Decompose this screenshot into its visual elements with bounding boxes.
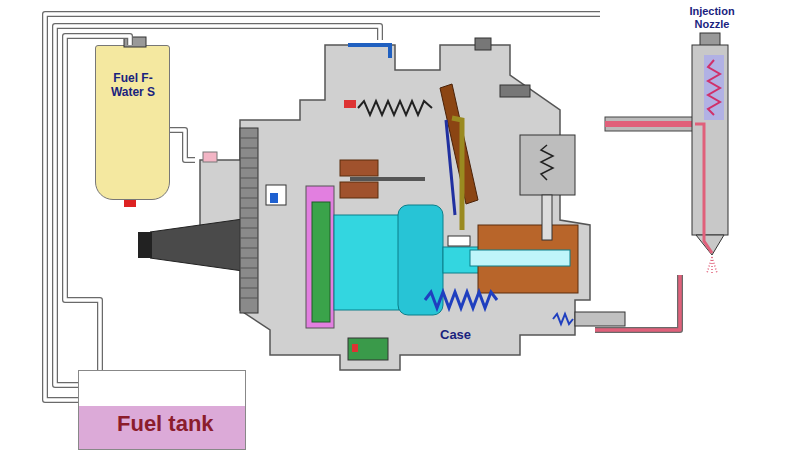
pump-case — [200, 45, 590, 370]
governor-shaft — [350, 177, 425, 181]
nozzle-node: Injection Nozzle — [600, 5, 750, 275]
distributor-plunger — [470, 250, 570, 266]
fuel-line-group — [65, 36, 130, 370]
shaft-nut — [138, 232, 152, 258]
drive-gear — [240, 128, 258, 313]
water-drain — [124, 200, 136, 207]
stop-solenoid — [520, 135, 575, 195]
high-pressure-channel — [695, 124, 712, 253]
outlet-fitting — [575, 312, 625, 326]
fuel-line-group — [595, 275, 680, 330]
feed-pump-rotor — [312, 202, 330, 322]
part-name: Case — [440, 328, 500, 343]
fuel-line — [65, 36, 130, 370]
tank-node: Fuel tank — [78, 370, 246, 450]
solenoid-spring — [541, 145, 553, 180]
drive-shaft — [150, 218, 250, 272]
fuel-line-core — [595, 275, 680, 330]
delivery-valve-spring — [553, 314, 573, 324]
fuel-channel — [605, 121, 695, 127]
fuel-line — [45, 14, 600, 400]
timer-spring — [352, 344, 358, 352]
inlet-fitting — [203, 152, 217, 162]
control-collar — [448, 236, 470, 246]
solenoid-pin — [542, 195, 552, 240]
filter-node: Fuel F- Water S — [95, 45, 170, 200]
part-name: Fuel F- Water S — [101, 72, 165, 100]
fuel-spray — [707, 257, 717, 275]
starting-lever — [446, 120, 455, 215]
fuel-line-core — [55, 26, 380, 385]
governor-spring — [358, 101, 432, 115]
spring-chamber — [704, 55, 724, 120]
case-node: Case — [195, 40, 595, 372]
fuel-line-group — [55, 26, 380, 385]
inlet-pipe — [605, 117, 695, 131]
fuel-line-core — [170, 130, 195, 160]
flyweight — [340, 182, 378, 198]
flyweight — [340, 160, 378, 176]
tensioning-lever — [452, 118, 462, 230]
top-screw — [475, 38, 491, 50]
adjusting-screw — [500, 85, 530, 97]
roller-ring — [334, 215, 399, 310]
distributor-head — [478, 225, 578, 293]
nozzle-holder — [692, 45, 728, 235]
plunger-rod — [443, 247, 563, 273]
pressure-valve — [266, 185, 286, 205]
control-lever — [348, 45, 390, 58]
valve-piston — [270, 193, 278, 203]
plunger-spring — [425, 292, 497, 308]
part-name: Injection Nozzle — [678, 5, 746, 30]
fuel-line — [595, 275, 680, 330]
gear-teeth — [240, 138, 258, 298]
cam-plate — [398, 205, 443, 315]
node-outline — [600, 5, 750, 275]
fuel-line-core — [45, 14, 600, 400]
fuel-line-group — [45, 14, 600, 400]
filter-cap — [124, 37, 146, 47]
node-outline — [195, 40, 595, 372]
spring-anchor — [344, 100, 356, 108]
fuel-line-core — [65, 36, 130, 370]
part-name: Fuel tank — [117, 411, 242, 436]
feed-pump-frame — [306, 186, 334, 328]
governor-lever — [440, 84, 478, 204]
fuel-line-group — [170, 130, 195, 160]
nozzle-spring — [708, 60, 720, 115]
fuel-line — [170, 130, 195, 160]
timer-piston — [348, 338, 388, 360]
fuel-line — [55, 26, 380, 385]
